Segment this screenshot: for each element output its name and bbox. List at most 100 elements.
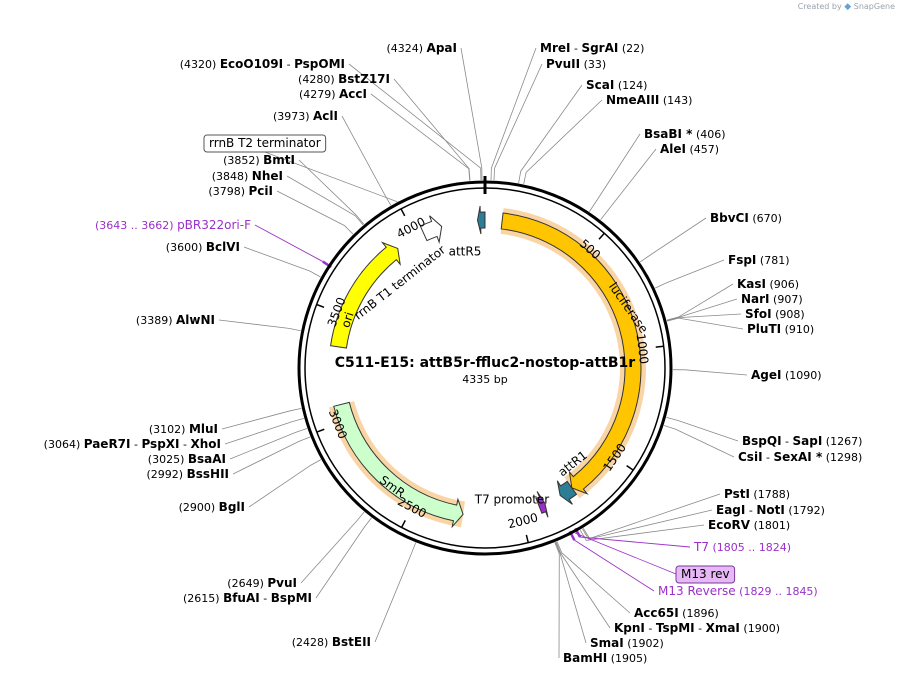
- site-leader-line: [666, 317, 744, 330]
- primer[interactable]: (3643 .. 3662) pBR322ori-F: [95, 218, 251, 232]
- site-label: Acc65I (1896): [634, 606, 719, 620]
- feature-luciferase[interactable]: [500, 212, 642, 495]
- restriction-site[interactable]: EagI - NotI (1792): [716, 503, 825, 517]
- site-label: NmeAIII (143): [606, 93, 692, 107]
- restriction-site[interactable]: (2900) BglI: [179, 500, 245, 514]
- site-name: PvuII: [546, 57, 580, 71]
- boxed-feature-label[interactable]: M13 rev: [675, 565, 736, 584]
- restriction-site[interactable]: NmeAIII (143): [606, 93, 692, 107]
- restriction-site[interactable]: FspI (781): [728, 253, 789, 267]
- site-name: BglI: [219, 500, 245, 514]
- restriction-site[interactable]: CsiI - SexAI * (1298): [738, 450, 862, 464]
- site-extra: SapI: [793, 434, 823, 448]
- site-label: FspI (781): [728, 253, 789, 267]
- site-label: AgeI (1090): [751, 368, 822, 382]
- restriction-site[interactable]: BspQI - SapI (1267): [742, 434, 862, 448]
- feature-attR1[interactable]: [556, 480, 578, 505]
- primer-leader-line: [254, 224, 324, 262]
- feature-smr[interactable]: [333, 401, 464, 529]
- site-label: BspQI - SapI (1267): [742, 434, 862, 448]
- feature-ori[interactable]: [330, 241, 401, 349]
- site-label: (3025) BsaAI: [148, 452, 226, 466]
- feature-t7-promoter[interactable]: [535, 491, 549, 518]
- site-pos: (907): [770, 293, 803, 306]
- restriction-site[interactable]: (2649) PvuI: [227, 576, 297, 590]
- site-label: BbvCI (670): [710, 211, 782, 225]
- site-pos: (33): [580, 58, 606, 71]
- restriction-site[interactable]: PstI (1788): [724, 487, 790, 501]
- primer-leader-line: [574, 539, 655, 592]
- site-name: NmeAIII: [606, 93, 659, 107]
- site-extra: PspOMI: [294, 57, 345, 71]
- restriction-site[interactable]: (2992) BssHII: [147, 467, 229, 481]
- site-pos: (1788): [750, 488, 790, 501]
- restriction-site[interactable]: PvuII (33): [546, 57, 606, 71]
- primer[interactable]: T7 (1805 .. 1824): [693, 540, 791, 554]
- site-label: PstI (1788): [724, 487, 790, 501]
- restriction-site[interactable]: (2428) BstEII: [292, 635, 371, 649]
- restriction-site[interactable]: AgeI (1090): [751, 368, 822, 382]
- feature-rrnB-T1[interactable]: [419, 215, 443, 245]
- tick-mark: [655, 345, 664, 348]
- restriction-site[interactable]: (4320) EcoO109I - PspOMI: [180, 57, 345, 71]
- boxed-feature-label[interactable]: rrnB T2 terminator: [203, 134, 327, 153]
- tick-label: 2000: [506, 510, 539, 531]
- restriction-site[interactable]: (4279) AccI: [299, 87, 367, 101]
- restriction-site[interactable]: (3389) AlwNI: [136, 313, 215, 327]
- tick-mark: [525, 534, 529, 543]
- site-leader-line: [224, 418, 304, 445]
- restriction-site[interactable]: ScaI (124): [586, 78, 647, 92]
- restriction-site[interactable]: MreI - SgrAI (22): [540, 41, 644, 55]
- restriction-site[interactable]: BbvCI (670): [710, 211, 782, 225]
- restriction-site[interactable]: (3848) NheI: [212, 169, 283, 183]
- restriction-site[interactable]: BamHI (1905): [563, 651, 647, 665]
- site-leader-line: [518, 84, 583, 184]
- restriction-site[interactable]: (3064) PaeR7I - PspXI - XhoI: [44, 437, 221, 451]
- restriction-site[interactable]: (3600) BclVI: [166, 240, 240, 254]
- site-name: AccI: [339, 87, 367, 101]
- site-pos: (124): [614, 79, 647, 92]
- snapgene-name: SnapGene: [853, 2, 895, 11]
- site-name: MluI: [189, 422, 218, 436]
- restriction-site[interactable]: KasI (906): [737, 277, 799, 291]
- site-leader-line: [243, 246, 321, 278]
- feature-label-attR5: attR5: [449, 245, 482, 259]
- site-leader-line: [556, 541, 631, 614]
- site-pos: (3852): [223, 154, 263, 167]
- restriction-site[interactable]: (3102) MluI: [149, 422, 218, 436]
- restriction-site[interactable]: EcoRV (1801): [708, 518, 790, 532]
- restriction-site[interactable]: BsaBI * (406): [644, 127, 726, 141]
- site-name: FspI: [728, 253, 756, 267]
- site-label: (4279) AccI: [299, 87, 367, 101]
- restriction-site[interactable]: (3973) AclI: [273, 109, 338, 123]
- restriction-site[interactable]: (2615) BfuAI - BspMI: [183, 591, 312, 605]
- snapgene-branding: Created by ◆ SnapGene: [798, 2, 895, 12]
- restriction-site[interactable]: (3852) BmtI: [223, 153, 295, 167]
- site-pos: (1298): [822, 451, 862, 464]
- restriction-site[interactable]: SfoI (908): [745, 307, 805, 321]
- primer[interactable]: M13 Reverse (1829 .. 1845): [658, 584, 818, 598]
- restriction-site[interactable]: KpnI - TspMI - XmaI (1900): [614, 621, 780, 635]
- restriction-site[interactable]: PluTI (910): [747, 322, 814, 336]
- restriction-site[interactable]: SmaI (1902): [590, 636, 664, 650]
- site-pos: (4279): [299, 88, 339, 101]
- restriction-site[interactable]: (4324) ApaI: [386, 41, 457, 55]
- restriction-site[interactable]: AleI (457): [660, 142, 719, 156]
- site-name: PstI: [724, 487, 750, 501]
- restriction-site[interactable]: (3798) PciI: [208, 184, 273, 198]
- site-pos: (406): [692, 128, 725, 141]
- site-pos: (4320): [180, 58, 220, 71]
- site-leader-line: [666, 416, 739, 442]
- site-label: SmaI (1902): [590, 636, 664, 650]
- restriction-site[interactable]: (3025) BsaAI: [148, 452, 226, 466]
- site-label: (2992) BssHII: [147, 467, 229, 481]
- site-pos: (1792): [785, 504, 825, 517]
- restriction-site[interactable]: Acc65I (1896): [634, 606, 719, 620]
- site-name: PaeR7I: [84, 437, 131, 451]
- primer-range: (1829 .. 1845): [736, 585, 818, 598]
- site-name: ScaI: [586, 78, 614, 92]
- restriction-site[interactable]: (4280) BstZ17I: [298, 72, 390, 86]
- feature-attR5[interactable]: [476, 205, 486, 235]
- restriction-site[interactable]: NarI (907): [741, 292, 803, 306]
